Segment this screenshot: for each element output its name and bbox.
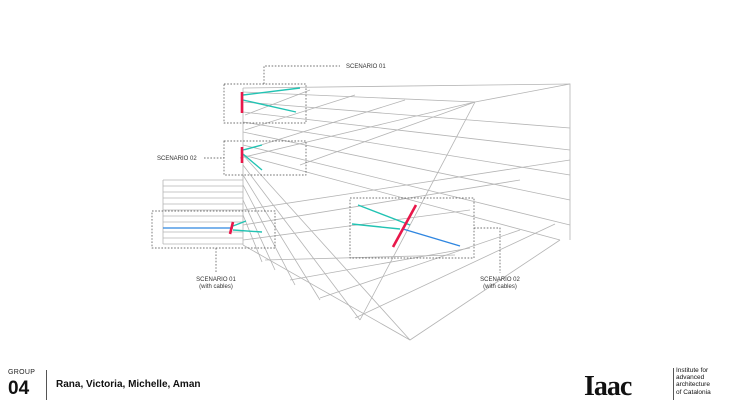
label-scenario-01-top: SCENARIO 01 xyxy=(346,64,386,70)
logo-line-4: of Catalonia xyxy=(676,388,711,396)
cables-teal xyxy=(232,87,411,233)
group-number: 04 xyxy=(8,378,30,399)
structure-lines xyxy=(162,83,571,341)
group-members: Rana, Victoria, Michelle, Aman xyxy=(56,379,201,390)
logo-line-3: architecture xyxy=(676,381,710,389)
footer-divider xyxy=(46,370,47,400)
label-scenario-02-left: SCENARIO 02 xyxy=(157,156,197,162)
cables-blue xyxy=(163,227,461,247)
logo-line-1: Institute for xyxy=(676,367,709,374)
logo-line-2: advanced xyxy=(676,374,705,382)
logo-mark-text: Iaac xyxy=(584,371,632,399)
label-scenario-01-cables-sub: (with cables) xyxy=(199,284,233,290)
group-label: GROUP xyxy=(8,369,36,376)
label-scenario-01-cables: SCENARIO 01 xyxy=(196,277,236,283)
callouts xyxy=(151,65,501,273)
label-scenario-02-cables-sub: (with cables) xyxy=(483,284,517,290)
logo-caption: Institute for advanced architecture of C… xyxy=(676,367,730,396)
scenario-labels: SCENARIO 01 SCENARIO 02 SCENARIO 01 (wit… xyxy=(157,64,520,290)
supports xyxy=(228,92,418,248)
label-scenario-02-cables: SCENARIO 02 xyxy=(480,277,520,283)
iaac-logo: Iaac xyxy=(584,371,633,399)
logo-divider xyxy=(673,368,674,400)
